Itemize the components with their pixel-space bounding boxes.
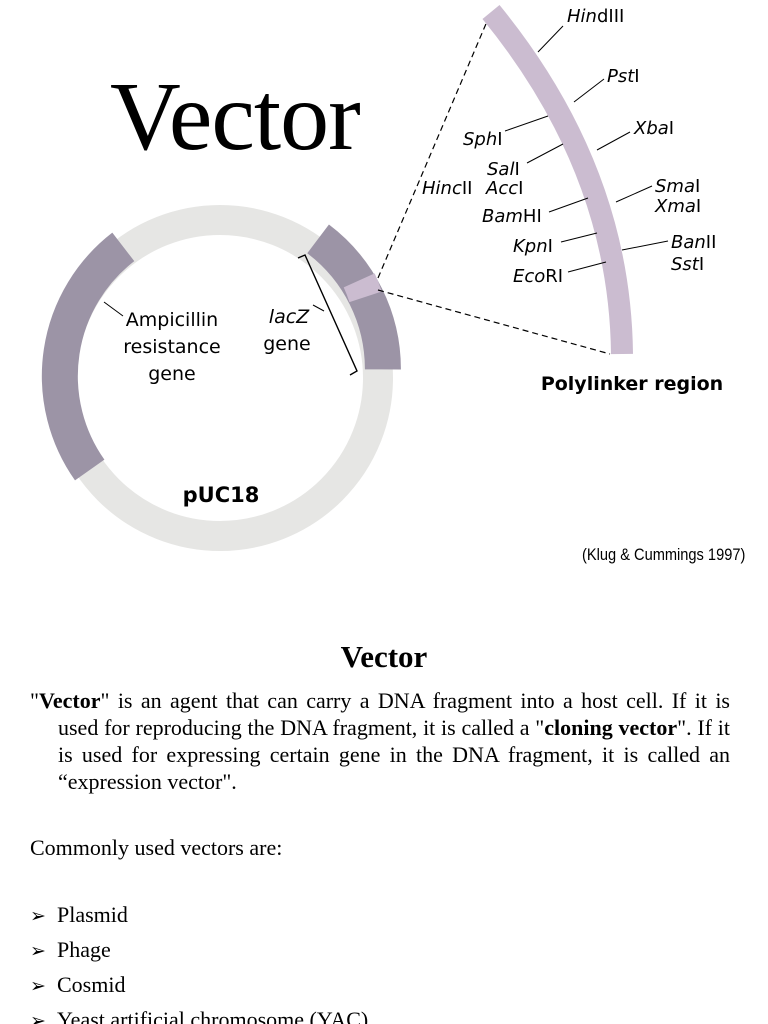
kpni-leader (560, 232, 598, 243)
vector-type-label: Phage (57, 937, 111, 962)
site-label-smai: SmaI (655, 176, 700, 197)
site-label-xmai: XmaI (654, 196, 701, 217)
zoom-guide-lower (377, 289, 611, 355)
site-label-kpni: KpnI (513, 236, 553, 257)
ampicillin-label-leader (103, 301, 124, 317)
site-label-hincii: HincII (422, 178, 472, 199)
xbai-leader (596, 131, 631, 151)
polylinker-segment (343, 273, 382, 303)
smai-leader (615, 185, 653, 203)
polylinker-arc (482, 5, 633, 355)
site-label-sphi: SphI (463, 129, 503, 150)
lacz-label-gene: gene (263, 333, 310, 355)
site-label-xbai: XbaI (633, 118, 674, 139)
sphi-leader (504, 115, 549, 132)
definition-text-2: ". If it is used for expressing certain … (58, 715, 730, 794)
definition-quote-open: " (30, 688, 39, 713)
polylinker-region-label: Polylinker region (541, 373, 723, 395)
sali-leader (526, 143, 564, 164)
section-heading: Vector (340, 639, 428, 674)
ampicillin-label-line-3: gene (148, 363, 195, 385)
list-item: ➢ Yeast artificial chromosome (YAC) (30, 1003, 368, 1024)
definition-term: Vector (38, 688, 101, 713)
vector-type-list: ➢ Plasmid ➢ Phage ➢ Cosmid ➢ Yeast artificia… (30, 898, 368, 1024)
site-label-psti: PstI (607, 66, 640, 87)
arrow-bullet-icon: ➢ (30, 1010, 46, 1024)
vector-type-label: Plasmid (57, 902, 128, 927)
plasmid-map-svg: HindIII PstI XbaI SphI SalI HincII AccI … (41, 5, 723, 551)
vector-type-label: Cosmid (57, 972, 126, 997)
arrow-bullet-icon: ➢ (30, 905, 46, 927)
plasmid-ring (41, 205, 401, 551)
site-label-hindiii: HindIII (567, 6, 624, 27)
lacz-segment (306, 224, 401, 370)
cloning-vector-term: cloning vector (544, 715, 678, 740)
site-label-acci: AccI (485, 178, 523, 199)
list-item: ➢ Cosmid (30, 968, 368, 1003)
arrow-bullet-icon: ➢ (30, 940, 46, 962)
zoom-guide-upper (377, 11, 492, 279)
banii-leader (621, 240, 669, 251)
plasmid-name-label: pUC18 (183, 483, 260, 507)
site-label-bamhi: BamHI (482, 206, 542, 227)
restriction-site-leaders (504, 25, 669, 273)
diagram-title: Vector (110, 63, 361, 171)
vector-type-label: Yeast artificial chromosome (YAC) (57, 1007, 369, 1024)
ampicillin-resistance-segment (41, 232, 135, 481)
hindiii-leader (537, 25, 564, 53)
vectors-intro: Commonly used vectors are: (30, 835, 283, 860)
citation: (Klug & Cummings 1997) (582, 545, 746, 564)
definition-quote-close: " (100, 688, 110, 713)
site-label-sali: SalI (487, 159, 520, 180)
vector-definition: "Vector" is an agent that can carry a DN… (30, 687, 730, 795)
ecori-leader (567, 261, 607, 273)
ampicillin-label-line-2: resistance (123, 336, 220, 358)
site-label-ecori: EcoRI (513, 266, 563, 287)
lacz-label-leader (312, 304, 325, 312)
lacz-bracket (297, 254, 358, 376)
bamhi-leader (548, 197, 589, 213)
puc18-plasmid-diagram: HindIII PstI XbaI SphI SalI HincII AccI … (41, 5, 746, 564)
arrow-bullet-icon: ➢ (30, 975, 46, 997)
psti-leader (573, 78, 605, 103)
site-label-banii: BanII (671, 232, 716, 253)
site-label-ssti: SstI (671, 254, 704, 275)
lacz-label-name: lacZ (269, 306, 310, 328)
ampicillin-label-line-1: Ampicillin (126, 309, 218, 331)
list-item: ➢ Plasmid (30, 898, 368, 933)
definition-text-1: is an agent that can carry a DNA fragmen… (58, 688, 730, 740)
list-item: ➢ Phage (30, 933, 368, 968)
